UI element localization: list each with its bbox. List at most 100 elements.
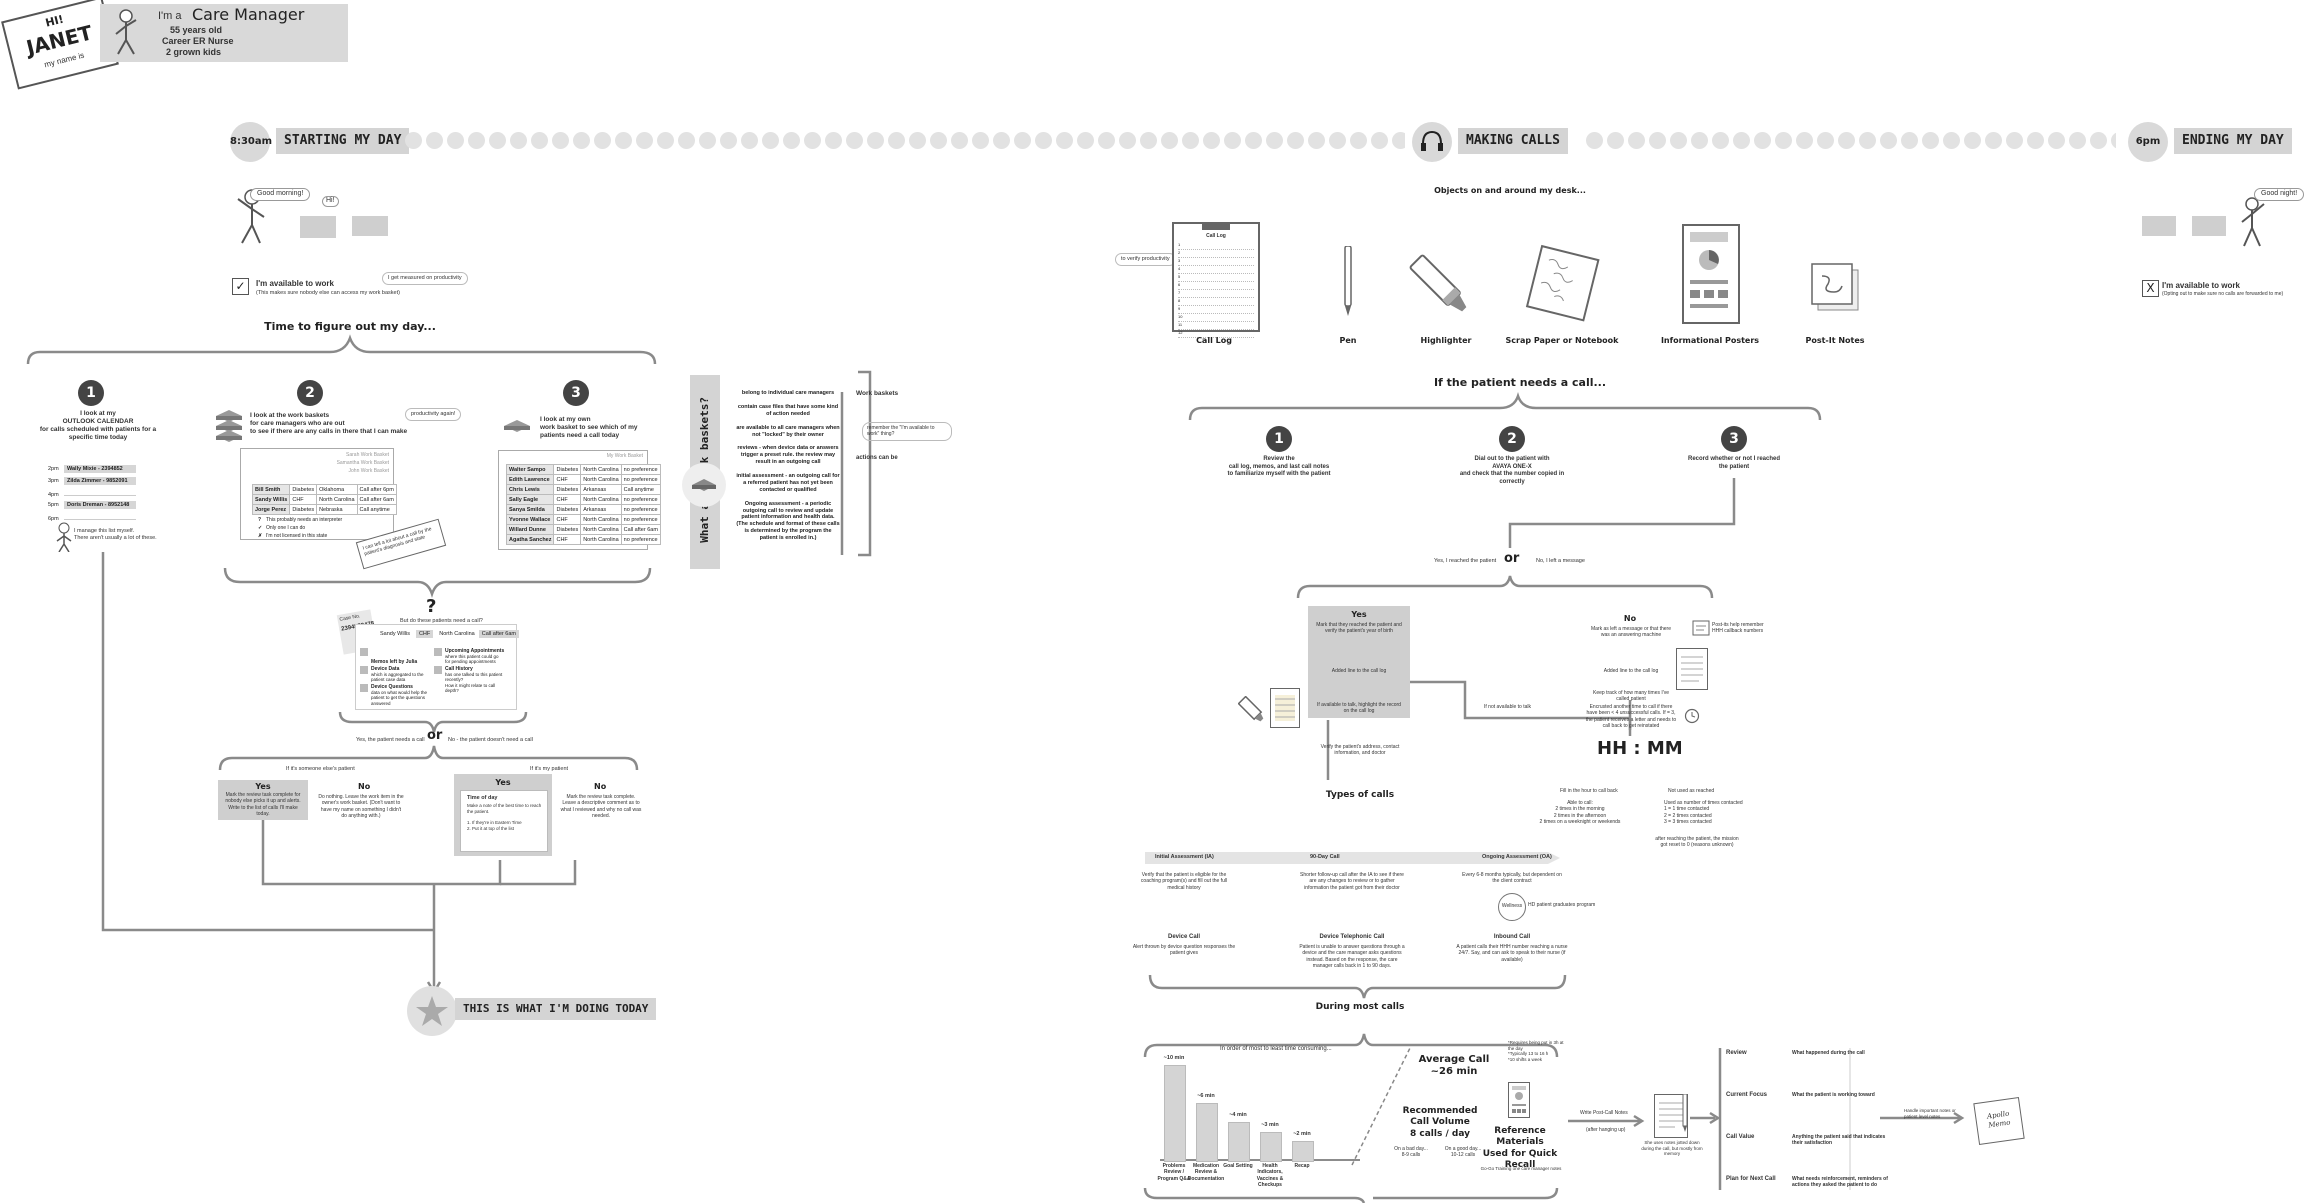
stick-figure-wave-end-icon <box>2241 197 2265 247</box>
call-kind-title: Device Call <box>1167 934 1201 940</box>
basket-name: Samantha Work Basket <box>336 460 389 466</box>
decision-or: or <box>427 728 443 743</box>
avg-call-label: Average Call <box>1418 1054 1490 1065</box>
timeline-dot <box>2069 132 2086 149</box>
timeline-dot <box>1287 132 1304 149</box>
timeline-dots-right <box>1586 132 2116 150</box>
end-available-checkbox[interactable]: X <box>2142 280 2159 297</box>
timeline-dot <box>972 132 989 149</box>
patient-row-cell: North Carolina <box>439 631 475 637</box>
timeline-dot <box>510 132 527 149</box>
write-notes-label: Write Post-Call Notes <box>1580 1110 1628 1116</box>
decision-item-icon <box>434 666 442 674</box>
bad-day-note: On a bad day... 8-9 calls <box>1394 1146 1428 1159</box>
reference-poster-icon <box>1508 1082 1530 1118</box>
decision-item-title: Call History <box>445 666 473 672</box>
chart-value-label: ~2 min <box>1293 1131 1311 1137</box>
step1-figure <box>54 522 74 556</box>
reference-note: Go-Go Training one care manager notes <box>1480 1166 1562 1171</box>
reached-label: Yes, I reached the patient <box>1434 558 1497 564</box>
note-field-text: Anything the patient said that indicates… <box>1792 1134 1886 1147</box>
reference-materials: Reference Materials Used for Quick Recal… <box>1482 1126 1558 1170</box>
step2-notes: ?This probably needs an interpreter✓Only… <box>258 516 342 540</box>
timeline-dot <box>1649 132 1666 149</box>
work-basket-def: reviews - when device data or answers tr… <box>737 445 839 466</box>
fill-hour-label: Fill in the hour to call back <box>1560 788 1618 794</box>
highlighter-mini-icon <box>1237 695 1266 728</box>
step2-number: 2 <box>297 380 323 406</box>
decision-item-icon <box>360 684 368 692</box>
table-cell: North Carolina <box>580 474 622 485</box>
if-someone-else: If it's someone else's patient <box>286 766 355 772</box>
evening-figure <box>2236 194 2270 254</box>
chart-bar <box>1196 1103 1218 1162</box>
yes2-box: Yes Time of day Make a note of the best … <box>454 774 552 856</box>
patient-call-step-text: Dial out to the patient with AVAYA ONE-X… <box>1459 456 1565 485</box>
decision-item-icon <box>434 648 442 656</box>
work-basket-def: belong to individual care managers <box>741 390 835 396</box>
middle-stage-label: MAKING CALLS <box>1458 128 1568 154</box>
during-heading: During most calls <box>1315 1002 1405 1012</box>
headset-icon <box>1412 122 1452 162</box>
table-cell: Sanya Smilda <box>505 504 555 515</box>
decision-item-title: Device Questions <box>371 684 413 690</box>
decision-question: But do these patients need a call? <box>400 618 483 624</box>
timeline-dot <box>1670 132 1687 149</box>
timeline-dot <box>1838 132 1855 149</box>
timeline-dot <box>1817 132 1834 149</box>
doing-today-star-icon <box>407 986 457 1036</box>
call-log-line: 1 <box>1178 242 1254 250</box>
step2-title: I look at the work baskets for care mana… <box>250 412 408 436</box>
wellness-note: HD patient graduates program <box>1528 902 1596 908</box>
timeline-dot <box>1880 132 1897 149</box>
no-msg-head: No <box>1623 614 1637 623</box>
timeline-dot <box>1754 132 1771 149</box>
call-kind-title: Device Telephonic Call <box>1319 934 1385 940</box>
timeline-dot <box>1350 132 1367 149</box>
yes-reached-head: Yes <box>1351 610 1367 619</box>
under-sheet-note: She uses notes jotted down during the ca… <box>1641 1140 1703 1157</box>
postit-note: Post-its help remember HHH callback numb… <box>1712 622 1764 635</box>
note-mark-icon: ✗ <box>258 533 263 539</box>
call-type-label: Initial Assessment (IA) <box>1155 854 1214 860</box>
timeline-dot <box>447 132 464 149</box>
timeline-dot <box>1628 132 1645 149</box>
patient-row-cell: Sandy Willis <box>380 631 410 637</box>
call-log-line: 3 <box>1178 258 1254 266</box>
table-cell: Chris Lewis <box>505 484 555 495</box>
chart-category-label: Medication Review & Documentation <box>1187 1163 1225 1182</box>
work-basket-single-icon <box>500 418 534 438</box>
note-text: I'm not licensed in this state <box>266 533 328 539</box>
timeline-dot <box>909 132 926 149</box>
timeline-dot <box>825 132 842 149</box>
decision-item-text: Memos left by Julia <box>371 659 431 665</box>
start-stage-label: STARTING MY DAY <box>276 128 410 154</box>
timeline-dot <box>573 132 590 149</box>
call-log-line: 11 <box>1178 322 1254 330</box>
call-log-line: 12 <box>1178 330 1254 338</box>
timeline-dots-left <box>405 132 1405 150</box>
decision-item: Memos left by Julia <box>360 648 432 667</box>
available-checkbox[interactable]: ✓ <box>232 278 249 295</box>
after-reaching-label: after reaching the patient, the mission … <box>1655 836 1739 849</box>
notepad-mini-icon <box>1676 648 1708 690</box>
patient-call-step-number: 2 <box>1499 426 1525 452</box>
timeline-dot <box>405 132 422 149</box>
persona-card: I'm a Care Manager 55 years old Career E… <box>100 4 348 62</box>
end-desk-computer-2 <box>2192 216 2226 236</box>
question-mark: ? <box>426 596 437 617</box>
timeline-dot <box>1371 132 1388 149</box>
note-mark-icon: ? <box>258 517 262 523</box>
call-kind-text: Patient is unable to answer questions th… <box>1299 944 1405 969</box>
note-field-text: What needs reinforcement, reminders of a… <box>1792 1176 1888 1189</box>
desk-object-label: Post-It Notes <box>1805 336 1865 345</box>
